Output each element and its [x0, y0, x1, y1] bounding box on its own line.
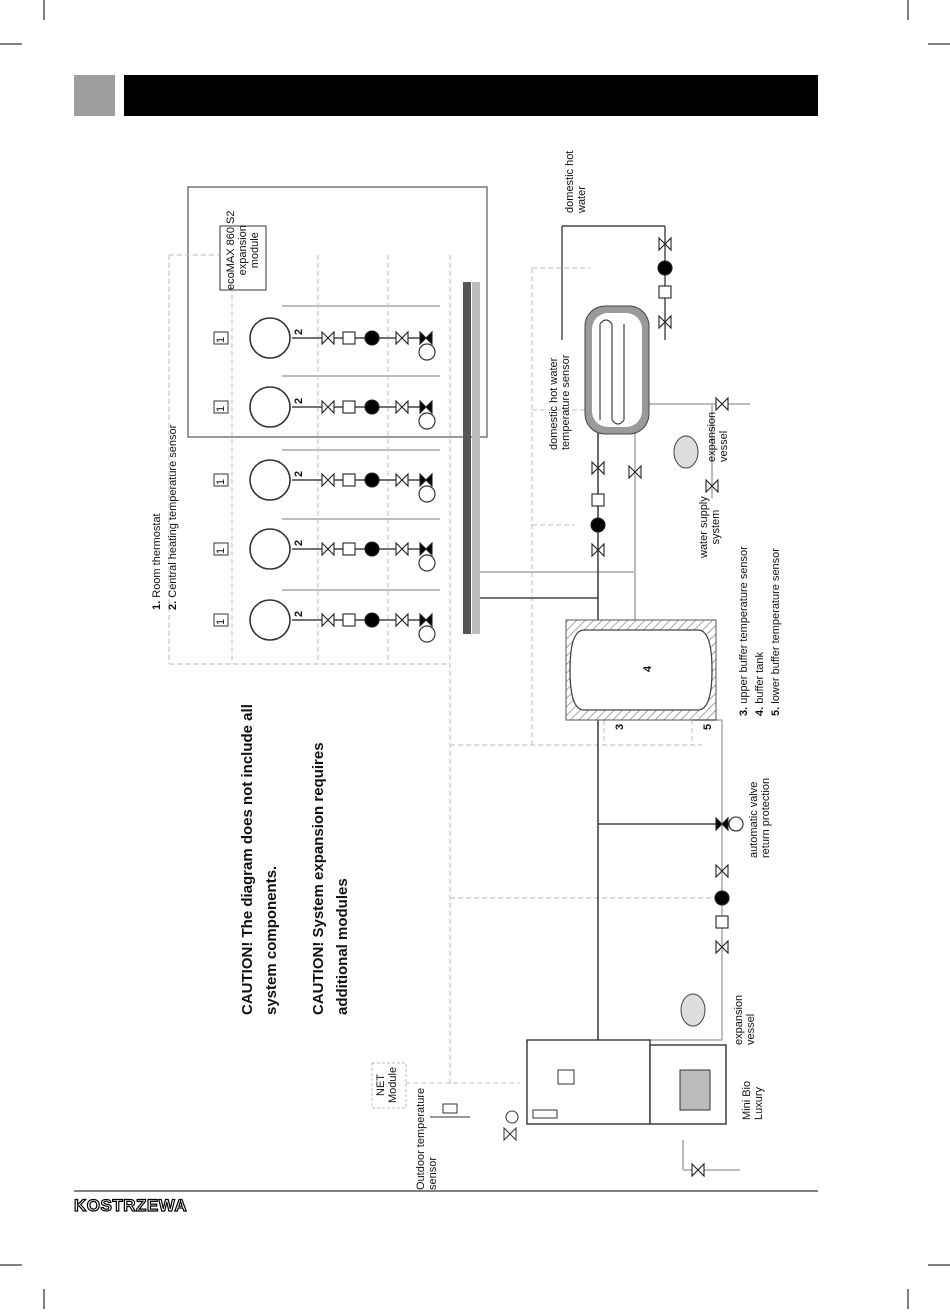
heating-circuit-4 — [249, 518, 440, 572]
expansion-module-box — [187, 186, 488, 438]
heating-circuits — [249, 305, 440, 643]
thermostat-markers — [213, 331, 229, 627]
manifold-dark — [463, 282, 471, 634]
header-bar — [124, 75, 818, 116]
upper-sensor-number: 3 — [614, 723, 626, 730]
legend-item-4: 4. buffer tank — [754, 651, 766, 716]
legend-item-3: 3. upper buffer temperature sensor — [738, 546, 750, 716]
legend-item-1: 1. Room thermostat — [151, 513, 163, 610]
dhw-tank — [584, 305, 650, 435]
expansion-vessel-right — [673, 435, 699, 469]
heating-circuit-1 — [249, 305, 440, 361]
expansion-module-label-box — [219, 225, 267, 291]
domestic-hot-water-label: domestic hot water — [564, 150, 588, 213]
svg-text:KOSTRZEWA: KOSTRZEWA — [74, 1196, 187, 1214]
legend-item-5: 5. lower buffer temperature sensor — [770, 548, 782, 716]
expansion-vessel-left — [680, 993, 706, 1027]
thermostat-marker: 1 — [215, 336, 227, 343]
expansion-vessel-right-label: expansion vessel — [706, 411, 730, 462]
auto-valve-label: automatic valve return protection — [748, 777, 772, 858]
buffer-tank — [565, 619, 717, 721]
dhw-fittings — [590, 236, 729, 558]
header-tab — [74, 75, 115, 116]
heating-circuit-5 — [249, 589, 440, 643]
fittings-row-5 — [321, 612, 433, 628]
caution-line-3: CAUTION! System expansion requires — [310, 742, 327, 1015]
pressure-gauge — [505, 1110, 519, 1124]
lower-sensor-number: 5 — [702, 723, 714, 730]
caution-line-4: additional modules — [334, 878, 351, 1015]
caution-line-1: CAUTION! The diagram does not include al… — [239, 704, 256, 1015]
sensor-marker: 2 — [293, 470, 305, 477]
buffer-number: 4 — [642, 665, 654, 672]
expansion-vessel-left-label: expansion vessel — [733, 994, 757, 1045]
heating-circuit-2 — [249, 375, 440, 430]
circuit-fittings — [321, 330, 433, 628]
safety-valve — [503, 1126, 517, 1142]
expansion-module-label: ecoMAX 860 S2 expansion module — [225, 210, 261, 291]
kostrzewa-logo: KOSTRZEWA — [74, 1196, 187, 1214]
signal-lines — [168, 254, 720, 1085]
net-module-box — [371, 1062, 407, 1109]
outdoor-sensor-label: Outdoor temperature sensor — [415, 1087, 439, 1190]
sensor-marker: 2 — [293, 539, 305, 546]
return-fittings — [691, 816, 744, 1178]
manifold-light — [472, 282, 480, 634]
dhw-sensor-label: domestic hot water temperature sensor — [548, 354, 572, 450]
legend-item-2: 2. Central heating temperature sensor — [167, 424, 179, 610]
sensor-marker: 2 — [293, 328, 305, 335]
fittings-row-1 — [321, 330, 433, 346]
water-supply-label: water supply system — [698, 496, 722, 558]
fittings-row-2 — [321, 399, 433, 415]
fittings-row-4 — [321, 541, 433, 557]
net-module-label: NET Module — [375, 1066, 399, 1103]
caution-line-2: system components. — [263, 865, 280, 1015]
sensor-marker: 2 — [293, 397, 305, 404]
thermostat-marker: 1 — [215, 478, 227, 485]
thermostat-marker: 1 — [215, 405, 227, 412]
thermostat-marker: 1 — [215, 547, 227, 554]
boiler-label: Mini Bio Luxury — [741, 1080, 765, 1120]
heating-circuit-3 — [249, 449, 440, 503]
boiler — [526, 1039, 727, 1125]
sensor-marker: 2 — [293, 610, 305, 617]
fittings-row-3 — [321, 472, 433, 488]
outdoor-sensor-symbol — [442, 1103, 458, 1114]
thermostat-marker: 1 — [215, 618, 227, 625]
